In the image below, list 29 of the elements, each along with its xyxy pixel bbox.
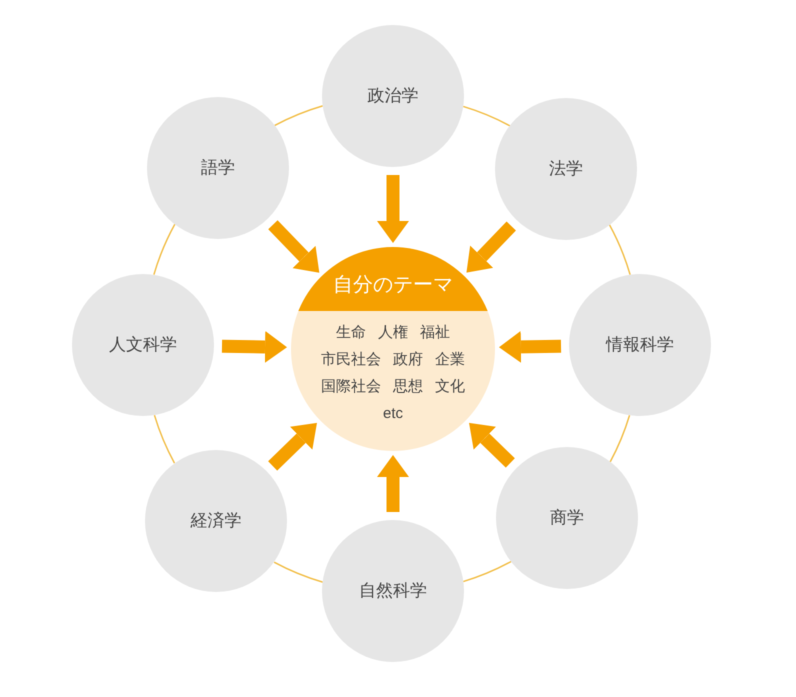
arrow [466, 221, 516, 273]
connector-line [608, 224, 631, 275]
subject-label: 政治学 [368, 85, 418, 107]
arrow [498, 330, 562, 363]
connector-line [153, 224, 176, 275]
theme-heading: 自分のテーマ [333, 273, 453, 297]
theme-keywords: 市民社会 政府 企業 [320, 350, 466, 370]
arrow [268, 422, 317, 471]
arrow [377, 455, 409, 512]
subject-label: 法学 [549, 158, 583, 180]
arrow [222, 330, 288, 363]
connector-line [274, 562, 323, 583]
connector-line [463, 560, 512, 582]
arrow [377, 175, 409, 243]
subject-label: 人文科学 [109, 334, 177, 356]
theme-keywords: 国際社会 思想 文化 [320, 377, 466, 397]
arrow [268, 220, 320, 273]
subject-label: 経済学 [190, 510, 242, 532]
connector-line [154, 414, 176, 464]
arrow [469, 422, 515, 468]
connector-line [610, 415, 630, 462]
theme-keywords: etc [383, 404, 403, 424]
subject-label: 商学 [550, 507, 584, 529]
subject-label: 自然科学 [359, 580, 427, 602]
theme-keywords: 生命 人権 福祉 [336, 323, 450, 343]
subject-label: 語学 [201, 157, 235, 179]
subject-label: 情報科学 [606, 334, 674, 356]
connector-line [274, 105, 323, 126]
connector-line [463, 106, 510, 126]
